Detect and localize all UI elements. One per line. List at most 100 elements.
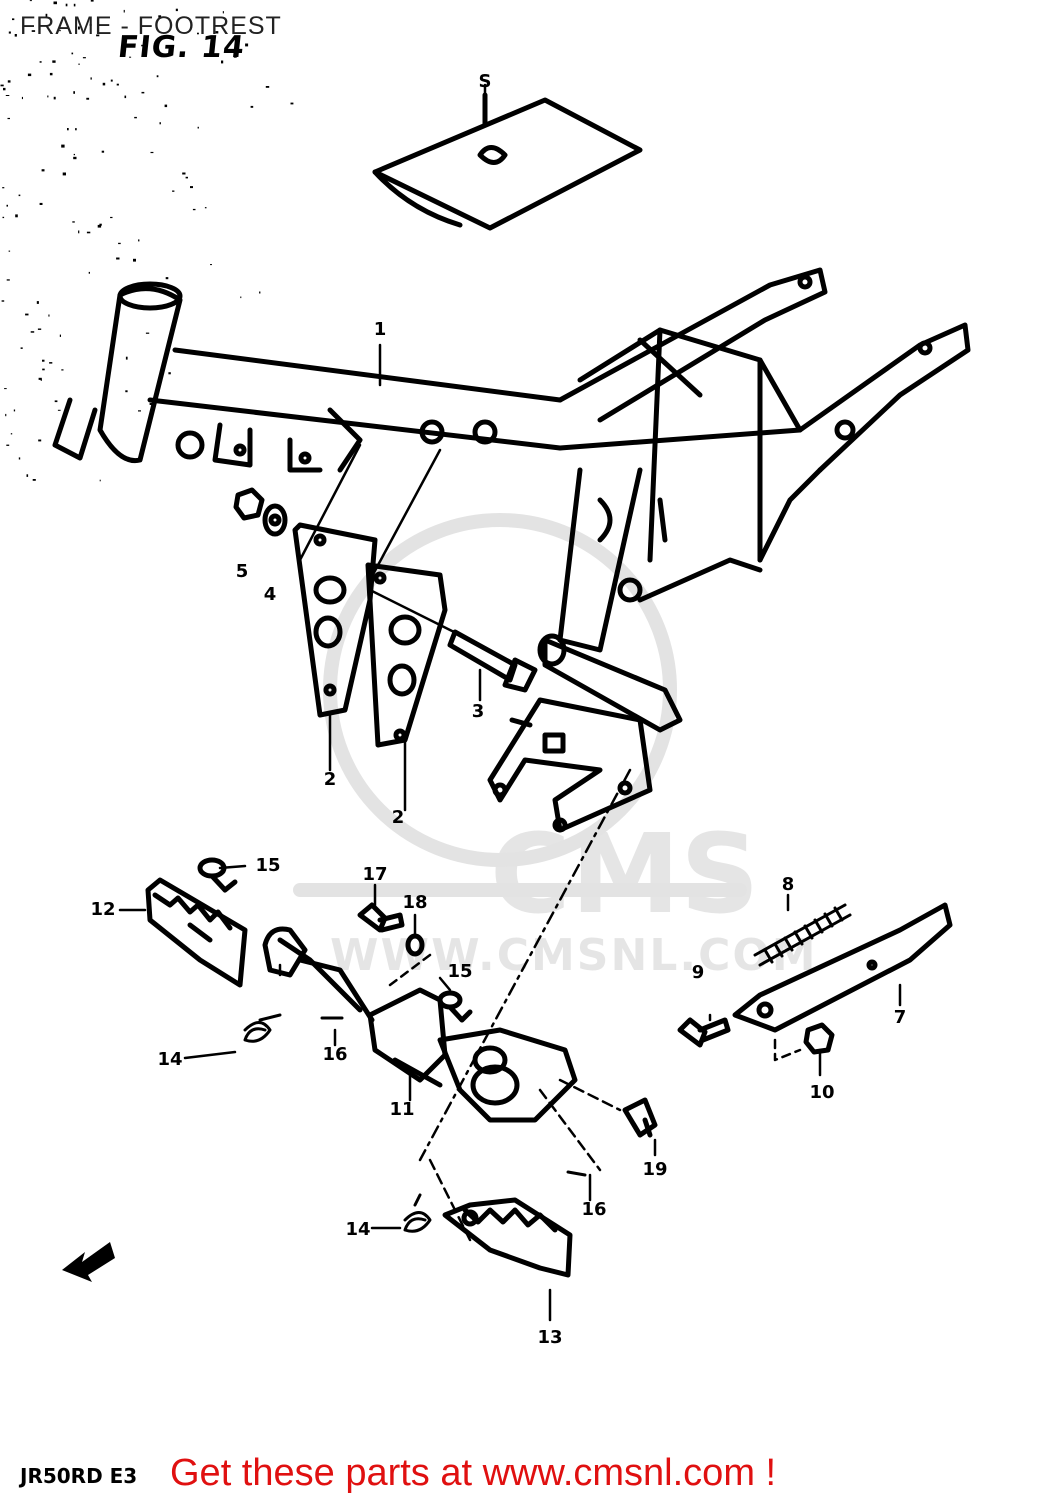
speckle [53, 1, 57, 5]
speckle [168, 372, 171, 375]
speckle [125, 356, 128, 360]
callout-15a: 15 [255, 855, 281, 876]
speckle [5, 95, 10, 96]
tool-bag [372, 92, 643, 231]
speckle [59, 334, 61, 337]
callout-s: S [478, 71, 492, 92]
speckle [192, 208, 196, 211]
page-title: FRAME - FOOTREST [20, 12, 282, 40]
speckle [164, 104, 168, 108]
speckle [53, 96, 56, 100]
speckle [15, 214, 18, 218]
speckle [265, 86, 270, 88]
speckle [6, 204, 8, 207]
speckle [61, 144, 65, 148]
speckle [65, 3, 68, 7]
speckle [32, 479, 36, 481]
speckle [197, 126, 199, 129]
callout-9: 9 [691, 962, 705, 983]
speckle [45, 13, 48, 17]
callout-5: 5 [235, 561, 249, 582]
footrest-12 [145, 877, 248, 988]
speckle [31, 30, 36, 32]
callout-14b: 14 [345, 1219, 371, 1240]
speckle [18, 457, 21, 460]
speckle [250, 105, 254, 108]
speckle [82, 57, 86, 59]
watermark-logo: CMS [490, 810, 760, 938]
callout-2b: 2 [391, 807, 405, 828]
washer-18 [405, 933, 425, 957]
speckle [75, 128, 77, 131]
speckle [21, 96, 23, 100]
speckle [7, 80, 11, 83]
callout-3: 3 [471, 701, 485, 722]
speckle [125, 390, 128, 393]
speckle [20, 347, 23, 349]
speckle [41, 169, 45, 172]
speckle [118, 242, 121, 245]
speckle [110, 216, 113, 219]
speckle [149, 403, 153, 405]
speckle [49, 72, 53, 76]
engine-mount-plate-a [292, 522, 378, 718]
speckle [172, 190, 175, 192]
callout-19: 19 [642, 1159, 668, 1180]
speckle [18, 194, 21, 197]
speckle [14, 34, 17, 37]
speckle [159, 122, 161, 125]
speckle [2, 216, 5, 219]
bolt-17 [357, 902, 405, 933]
speckle [221, 60, 224, 64]
speckle [97, 224, 102, 228]
callout-8: 8 [781, 874, 795, 895]
scan-noise [0, 0, 294, 482]
callout-1: 1 [373, 319, 387, 340]
speckle [156, 75, 159, 78]
speckle [10, 433, 13, 435]
speckle [0, 84, 4, 87]
figure-number: FIG. 14 [116, 30, 247, 65]
model-code: JR50RD E3 [20, 1464, 138, 1488]
speckle [101, 150, 105, 153]
speckle [121, 47, 124, 48]
speckle [39, 202, 43, 205]
speckle [197, 32, 199, 35]
speckle [7, 117, 10, 120]
speckle [73, 156, 77, 160]
speckle [1, 300, 5, 302]
speckle [138, 410, 141, 412]
footrest-bracket-11 [262, 926, 578, 1123]
speckle [99, 223, 102, 226]
speckle [73, 91, 75, 94]
speckle [26, 474, 29, 477]
washer-4 [262, 503, 288, 537]
spring-8 [753, 903, 852, 967]
speckle [25, 313, 29, 316]
speckle [259, 291, 261, 294]
speckle [42, 368, 45, 371]
speckle [133, 258, 136, 262]
speckle [190, 186, 193, 189]
cotter-pin-16b [566, 1170, 587, 1177]
bolt-19 [622, 1097, 658, 1138]
footrest-13 [442, 1197, 573, 1278]
callout-18: 18 [402, 892, 428, 913]
speckle [6, 279, 10, 281]
speckle [37, 328, 42, 330]
speckle [36, 301, 39, 304]
watermark-ring [293, 513, 747, 897]
speckle [215, 31, 219, 34]
speckle [38, 439, 42, 442]
side-stand-7 [732, 902, 953, 1033]
speckle [48, 314, 50, 317]
speckle [141, 91, 145, 94]
speckle [175, 8, 178, 12]
get-parts-link[interactable]: Get these parts at www.cmsnl.com ! [170, 1452, 777, 1494]
callout-11: 11 [389, 1099, 415, 1120]
speckle [2, 187, 5, 189]
return-spring-14b [403, 1193, 432, 1233]
speckle [123, 9, 125, 13]
speckle [67, 128, 69, 131]
